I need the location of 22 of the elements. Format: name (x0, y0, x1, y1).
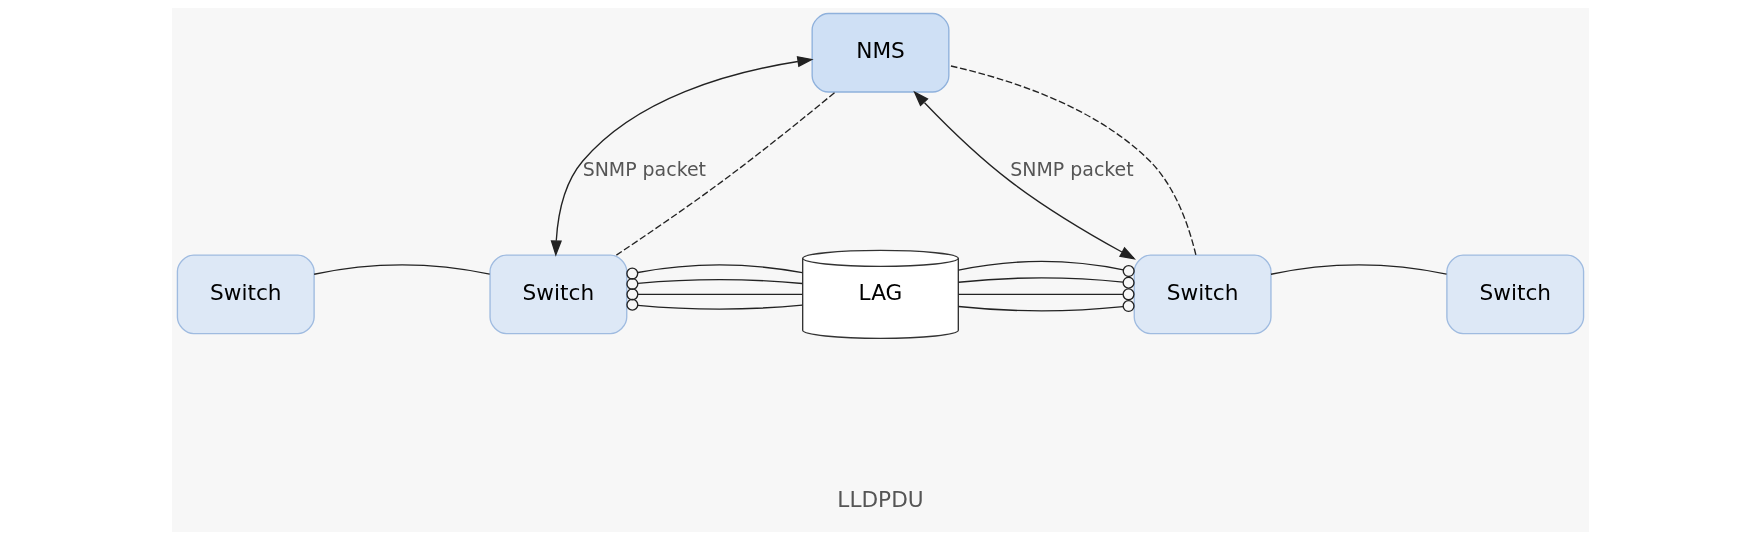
node-box: Switch (176, 254, 315, 335)
connector (312, 264, 490, 275)
node-box: NMS (810, 12, 950, 93)
connector (957, 299, 1135, 313)
node-box: Switch (1445, 254, 1584, 335)
connector (625, 277, 803, 291)
connector (625, 288, 803, 301)
connector (957, 288, 1135, 301)
connector (625, 264, 803, 280)
node-box: Switch (1133, 254, 1272, 335)
connector (625, 298, 803, 311)
connector (615, 91, 836, 256)
label: LLDPDU (836, 487, 924, 513)
connector (948, 64, 1197, 256)
edge-label: SNMP packet (1009, 158, 1134, 181)
connector (957, 276, 1135, 289)
connector (1269, 264, 1447, 275)
edge-label: SNMP packet (582, 158, 706, 181)
arrow (912, 90, 1136, 260)
node-box: Switch (488, 254, 627, 335)
arrow (550, 55, 814, 257)
connector (957, 260, 1135, 278)
